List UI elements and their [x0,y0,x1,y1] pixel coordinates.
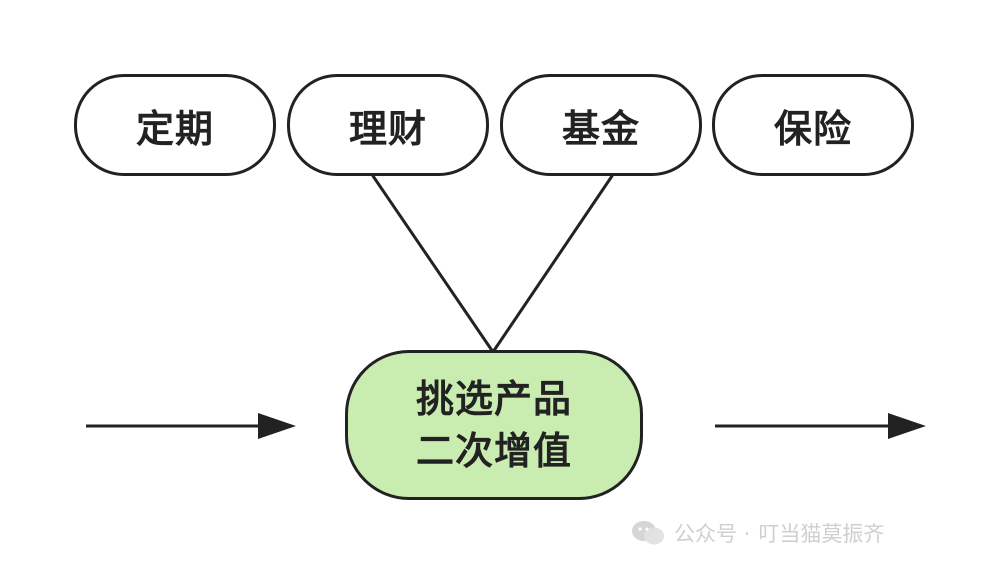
connector-jijin-to-center [491,174,614,354]
box-jijin-label: 基金 [561,106,640,151]
center-box-line1: 挑选产品 [415,377,572,421]
center-box: 挑选产品 二次增值 [345,350,643,500]
center-box-line2: 二次增值 [415,429,572,473]
right-arrow [715,413,926,439]
watermark-name: 叮当猫莫振齐 [758,522,885,546]
wechat-icon [632,521,664,545]
box-licai: 理财 [287,74,489,176]
watermark-prefix: 公众号 · [674,522,751,546]
box-dingqi: 定期 [74,74,276,176]
box-baoxian: 保险 [712,74,914,176]
left-arrow [86,413,296,439]
box-baoxian-label: 保险 [773,106,852,151]
connector-licai-to-center [371,174,495,354]
box-jijin: 基金 [500,74,702,176]
watermark: 公众号 · 叮当猫莫振齐 [630,518,884,548]
box-licai-label: 理财 [348,106,427,151]
box-dingqi-label: 定期 [135,106,214,151]
